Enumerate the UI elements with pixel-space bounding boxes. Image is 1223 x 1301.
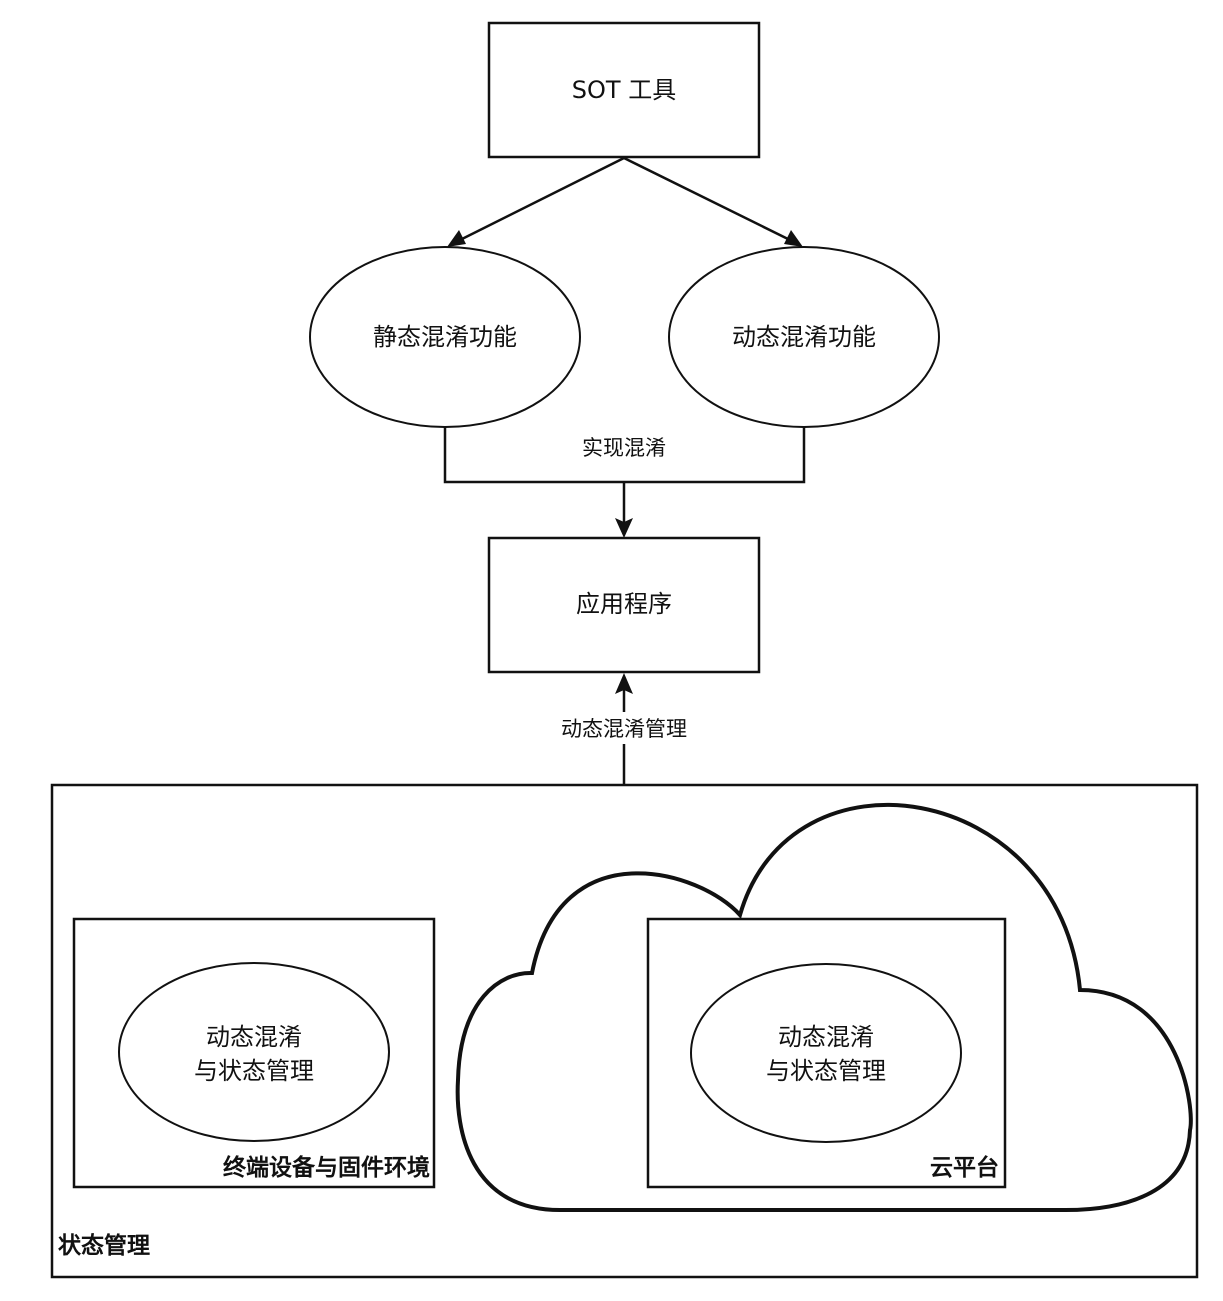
arrowhead-icon <box>615 673 633 694</box>
application-label: 应用程序 <box>576 590 672 618</box>
node-static-obfuscation[interactable]: 静态混淆功能 <box>309 246 581 428</box>
edge-sot-to-static <box>447 156 625 247</box>
device-inner-label-line1: 动态混淆 <box>206 1023 302 1051</box>
arrowhead-icon <box>784 230 803 247</box>
container-device-env[interactable]: 动态混淆 与状态管理 终端设备与固件环境 <box>72 917 436 1189</box>
arrowhead-icon <box>447 230 466 247</box>
cloud-inner-ellipse <box>690 963 962 1143</box>
node-dynamic-obfuscation[interactable]: 动态混淆功能 <box>668 246 940 428</box>
edge-line <box>459 156 625 242</box>
static-obfuscation-label: 静态混淆功能 <box>373 323 517 351</box>
cloud-inner-label-line2: 与状态管理 <box>766 1057 886 1085</box>
device-env-label: 终端设备与固件环境 <box>223 1154 430 1181</box>
edge-state-to-app: 动态混淆管理 <box>545 673 703 785</box>
device-inner-ellipse <box>118 962 390 1142</box>
node-application[interactable]: 应用程序 <box>487 536 761 674</box>
dynamic-obfuscation-label: 动态混淆功能 <box>732 323 876 351</box>
application-box <box>487 536 761 674</box>
edge-sot-to-dynamic <box>623 156 803 247</box>
arrowhead-icon <box>615 518 633 538</box>
state-management-label: 状态管理 <box>58 1232 150 1259</box>
merge-edge-label: 实现混淆 <box>582 436 666 460</box>
container-cloud-platform[interactable]: 动态混淆 与状态管理 云平台 <box>646 917 1007 1189</box>
edge-label-background <box>545 712 703 744</box>
state-edge-label: 动态混淆管理 <box>561 717 687 741</box>
sot-tool-label: SOT 工具 <box>572 76 676 104</box>
edge-line <box>623 156 791 242</box>
node-sot-tool[interactable]: SOT 工具 <box>487 21 761 159</box>
cloud-inner-label-line1: 动态混淆 <box>778 1023 874 1051</box>
cloud-platform-label: 云平台 <box>930 1154 999 1181</box>
device-inner-label-line2: 与状态管理 <box>194 1057 314 1085</box>
edge-merge-to-app: 实现混淆 <box>443 427 806 538</box>
sot-tool-box <box>487 21 761 159</box>
